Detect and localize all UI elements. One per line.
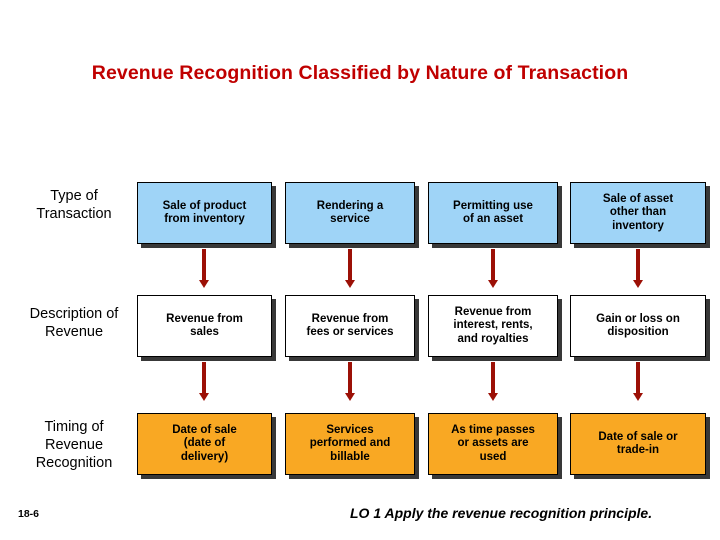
cell-line: Sale of asset <box>602 192 674 205</box>
row-label-description-of-revenue: Description of Revenue <box>14 305 134 341</box>
row-label-line: Description <box>29 306 103 322</box>
matrix-cell-r1c1: Sale of product from inventory <box>137 182 272 244</box>
cell-line: disposition <box>607 326 669 338</box>
cell-line: of an asset <box>462 213 524 225</box>
cell-line: Gain or loss on <box>596 312 680 325</box>
cell-line: performed and <box>309 437 391 450</box>
cell-line: from inventory <box>164 213 245 225</box>
arrow-down-c2-r1 <box>345 249 355 288</box>
row-label-type-of-transaction: Type of Transaction <box>14 187 134 223</box>
cell-line: delivery) <box>180 450 229 463</box>
cell-line: Revenue from <box>311 312 389 325</box>
cell-line: sales <box>190 326 219 338</box>
row-label-line: Transaction <box>36 206 112 222</box>
cell-line: service <box>330 213 370 225</box>
cell-line: other than <box>609 206 667 219</box>
row-label-line: of Revenue <box>44 306 119 340</box>
cell-line: Rendering a <box>316 199 384 212</box>
cell-line: fees or services <box>306 326 394 338</box>
arrow-down-c4-r1 <box>633 249 643 288</box>
cell-line: or assets are <box>457 437 529 450</box>
arrow-down-c2-r2 <box>345 362 355 401</box>
cell-line: As time passes <box>451 423 535 436</box>
matrix-cell-r1c3: Permitting use of an asset <box>428 182 558 244</box>
cell-line: trade-in <box>616 444 660 456</box>
arrow-down-c1-r2 <box>199 362 209 401</box>
arrow-down-c4-r2 <box>633 362 643 401</box>
matrix-cell-r3c4: Date of sale or trade-in <box>570 413 706 475</box>
cell-line: (date of <box>183 437 226 450</box>
cell-line: Revenue from <box>166 312 243 325</box>
row-label-line: Type of <box>50 188 98 204</box>
matrix-cell-r2c2: Revenue from fees or services <box>285 295 415 357</box>
cell-line: and royalties <box>457 332 529 345</box>
arrow-down-c3-r1 <box>488 249 498 288</box>
matrix-cell-r1c4: Sale of asset other than inventory <box>570 182 706 244</box>
cell-line: interest, rents, <box>453 319 533 332</box>
matrix-cell-r2c4: Gain or loss on disposition <box>570 295 706 357</box>
learning-objective-note: LO 1 Apply the revenue recognition princ… <box>350 505 653 521</box>
slide-number: 18-6 <box>18 508 40 520</box>
cell-line: Services <box>326 423 374 436</box>
cell-line: billable <box>330 450 370 463</box>
row-label-line: Revenue <box>44 437 104 453</box>
cell-line: Date of sale <box>172 423 237 436</box>
row-label-line: Timing of <box>44 419 104 435</box>
matrix-cell-r2c3: Revenue from interest, rents, and royalt… <box>428 295 558 357</box>
cell-line: Revenue from <box>454 305 532 318</box>
matrix-cell-r1c2: Rendering a service <box>285 182 415 244</box>
arrow-down-c3-r2 <box>488 362 498 401</box>
cell-line: used <box>479 450 507 463</box>
cell-line: inventory <box>612 219 664 232</box>
arrow-down-c1-r1 <box>199 249 209 288</box>
matrix-cell-r3c3: As time passes or assets are used <box>428 413 558 475</box>
cell-line: Permitting use <box>453 199 533 212</box>
row-label-timing-of-revenue-recognition: Timing of Revenue Recognition <box>14 418 134 472</box>
page-title: Revenue Recognition Classified by Nature… <box>91 62 629 84</box>
matrix-cell-r2c1: Revenue from sales <box>137 295 272 357</box>
row-label-line: Recognition <box>35 455 113 471</box>
matrix-cell-r3c2: Services performed and billable <box>285 413 415 475</box>
cell-line: Sale of product <box>162 199 247 212</box>
cell-line: Date of sale or <box>598 430 678 443</box>
matrix-cell-r3c1: Date of sale (date of delivery) <box>137 413 272 475</box>
